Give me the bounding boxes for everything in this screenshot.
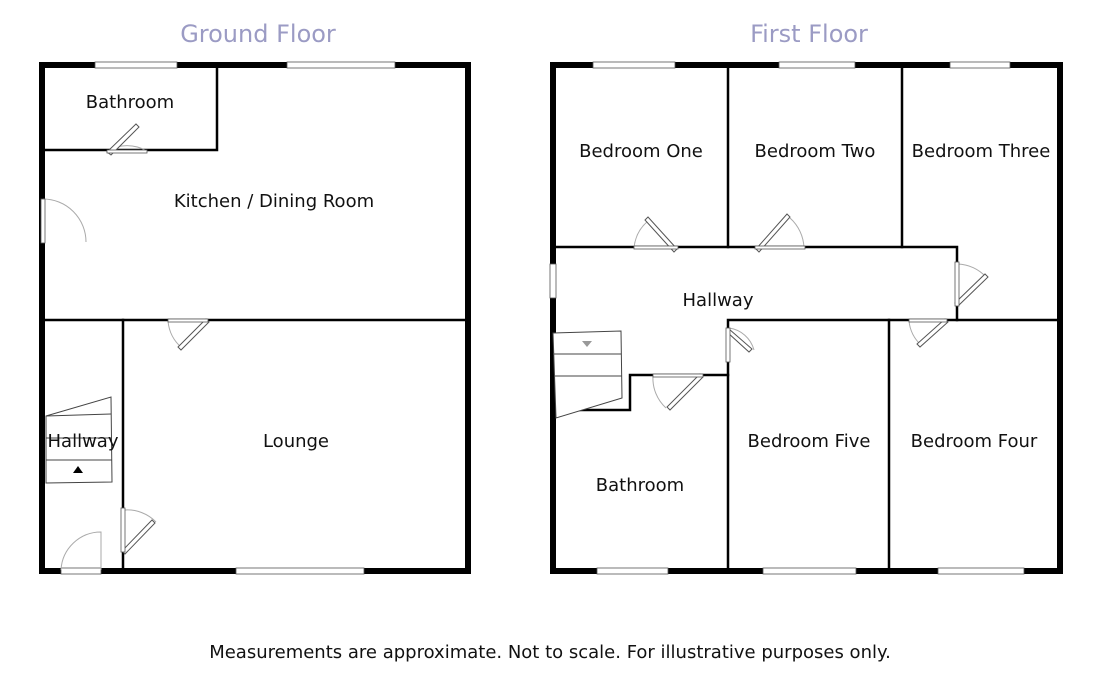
window [592, 61, 676, 69]
window [949, 61, 1011, 69]
first-floor-title: First Floor [750, 20, 868, 48]
ground-bathroom-label: Bathroom [86, 92, 174, 113]
first-bathroom-door [652, 373, 704, 411]
stair-up-arrow-icon [73, 466, 83, 473]
hallway-bottom-wall [726, 318, 959, 570]
bedroom-two-label: Bedroom Two [755, 141, 876, 162]
first-hallway-label: Hallway [683, 290, 754, 311]
first-staircase [552, 330, 623, 419]
bedroom-four-label: Bedroom Four [911, 431, 1038, 452]
bedroom-five-door [725, 327, 755, 363]
front-door [60, 531, 102, 571]
bedroom-five-label: Bedroom Five [748, 431, 871, 452]
kitchen-dining-label: Kitchen / Dining Room [174, 191, 374, 212]
ground-exterior-wall [39, 62, 471, 574]
ground-bathroom-wall [43, 66, 219, 152]
kitchen-side-door [40, 198, 87, 244]
kitchen-lounge-door [167, 318, 210, 351]
lounge-label: Lounge [263, 431, 329, 452]
bedroom-two-door [754, 213, 806, 253]
window [286, 61, 396, 69]
window [549, 263, 557, 299]
ground-hallway-label: Hallway [48, 431, 119, 452]
ground-floor: Ground Floor [39, 20, 471, 575]
bedroom-one-label: Bedroom One [579, 141, 703, 162]
window [596, 567, 669, 575]
front-door-threshold [60, 567, 102, 575]
window [94, 61, 178, 69]
bathroom-door [106, 123, 148, 156]
bedroom-three-door [954, 261, 989, 307]
window [235, 567, 365, 575]
hallway-lounge-door [120, 507, 157, 555]
window [937, 567, 1025, 575]
ground-staircase [45, 396, 113, 484]
bedroom-four-door [908, 318, 949, 348]
disclaimer-text: Measurements are approximate. Not to sca… [209, 642, 891, 663]
first-bathroom-label: Bathroom [596, 475, 684, 496]
bedroom-one-door [633, 216, 679, 253]
first-floor: First Floor [549, 20, 1063, 575]
window [778, 61, 856, 69]
stair-down-arrow-icon [582, 341, 592, 347]
ground-floor-title: Ground Floor [180, 20, 336, 48]
window [762, 567, 857, 575]
bedroom-three-label: Bedroom Three [912, 141, 1051, 162]
